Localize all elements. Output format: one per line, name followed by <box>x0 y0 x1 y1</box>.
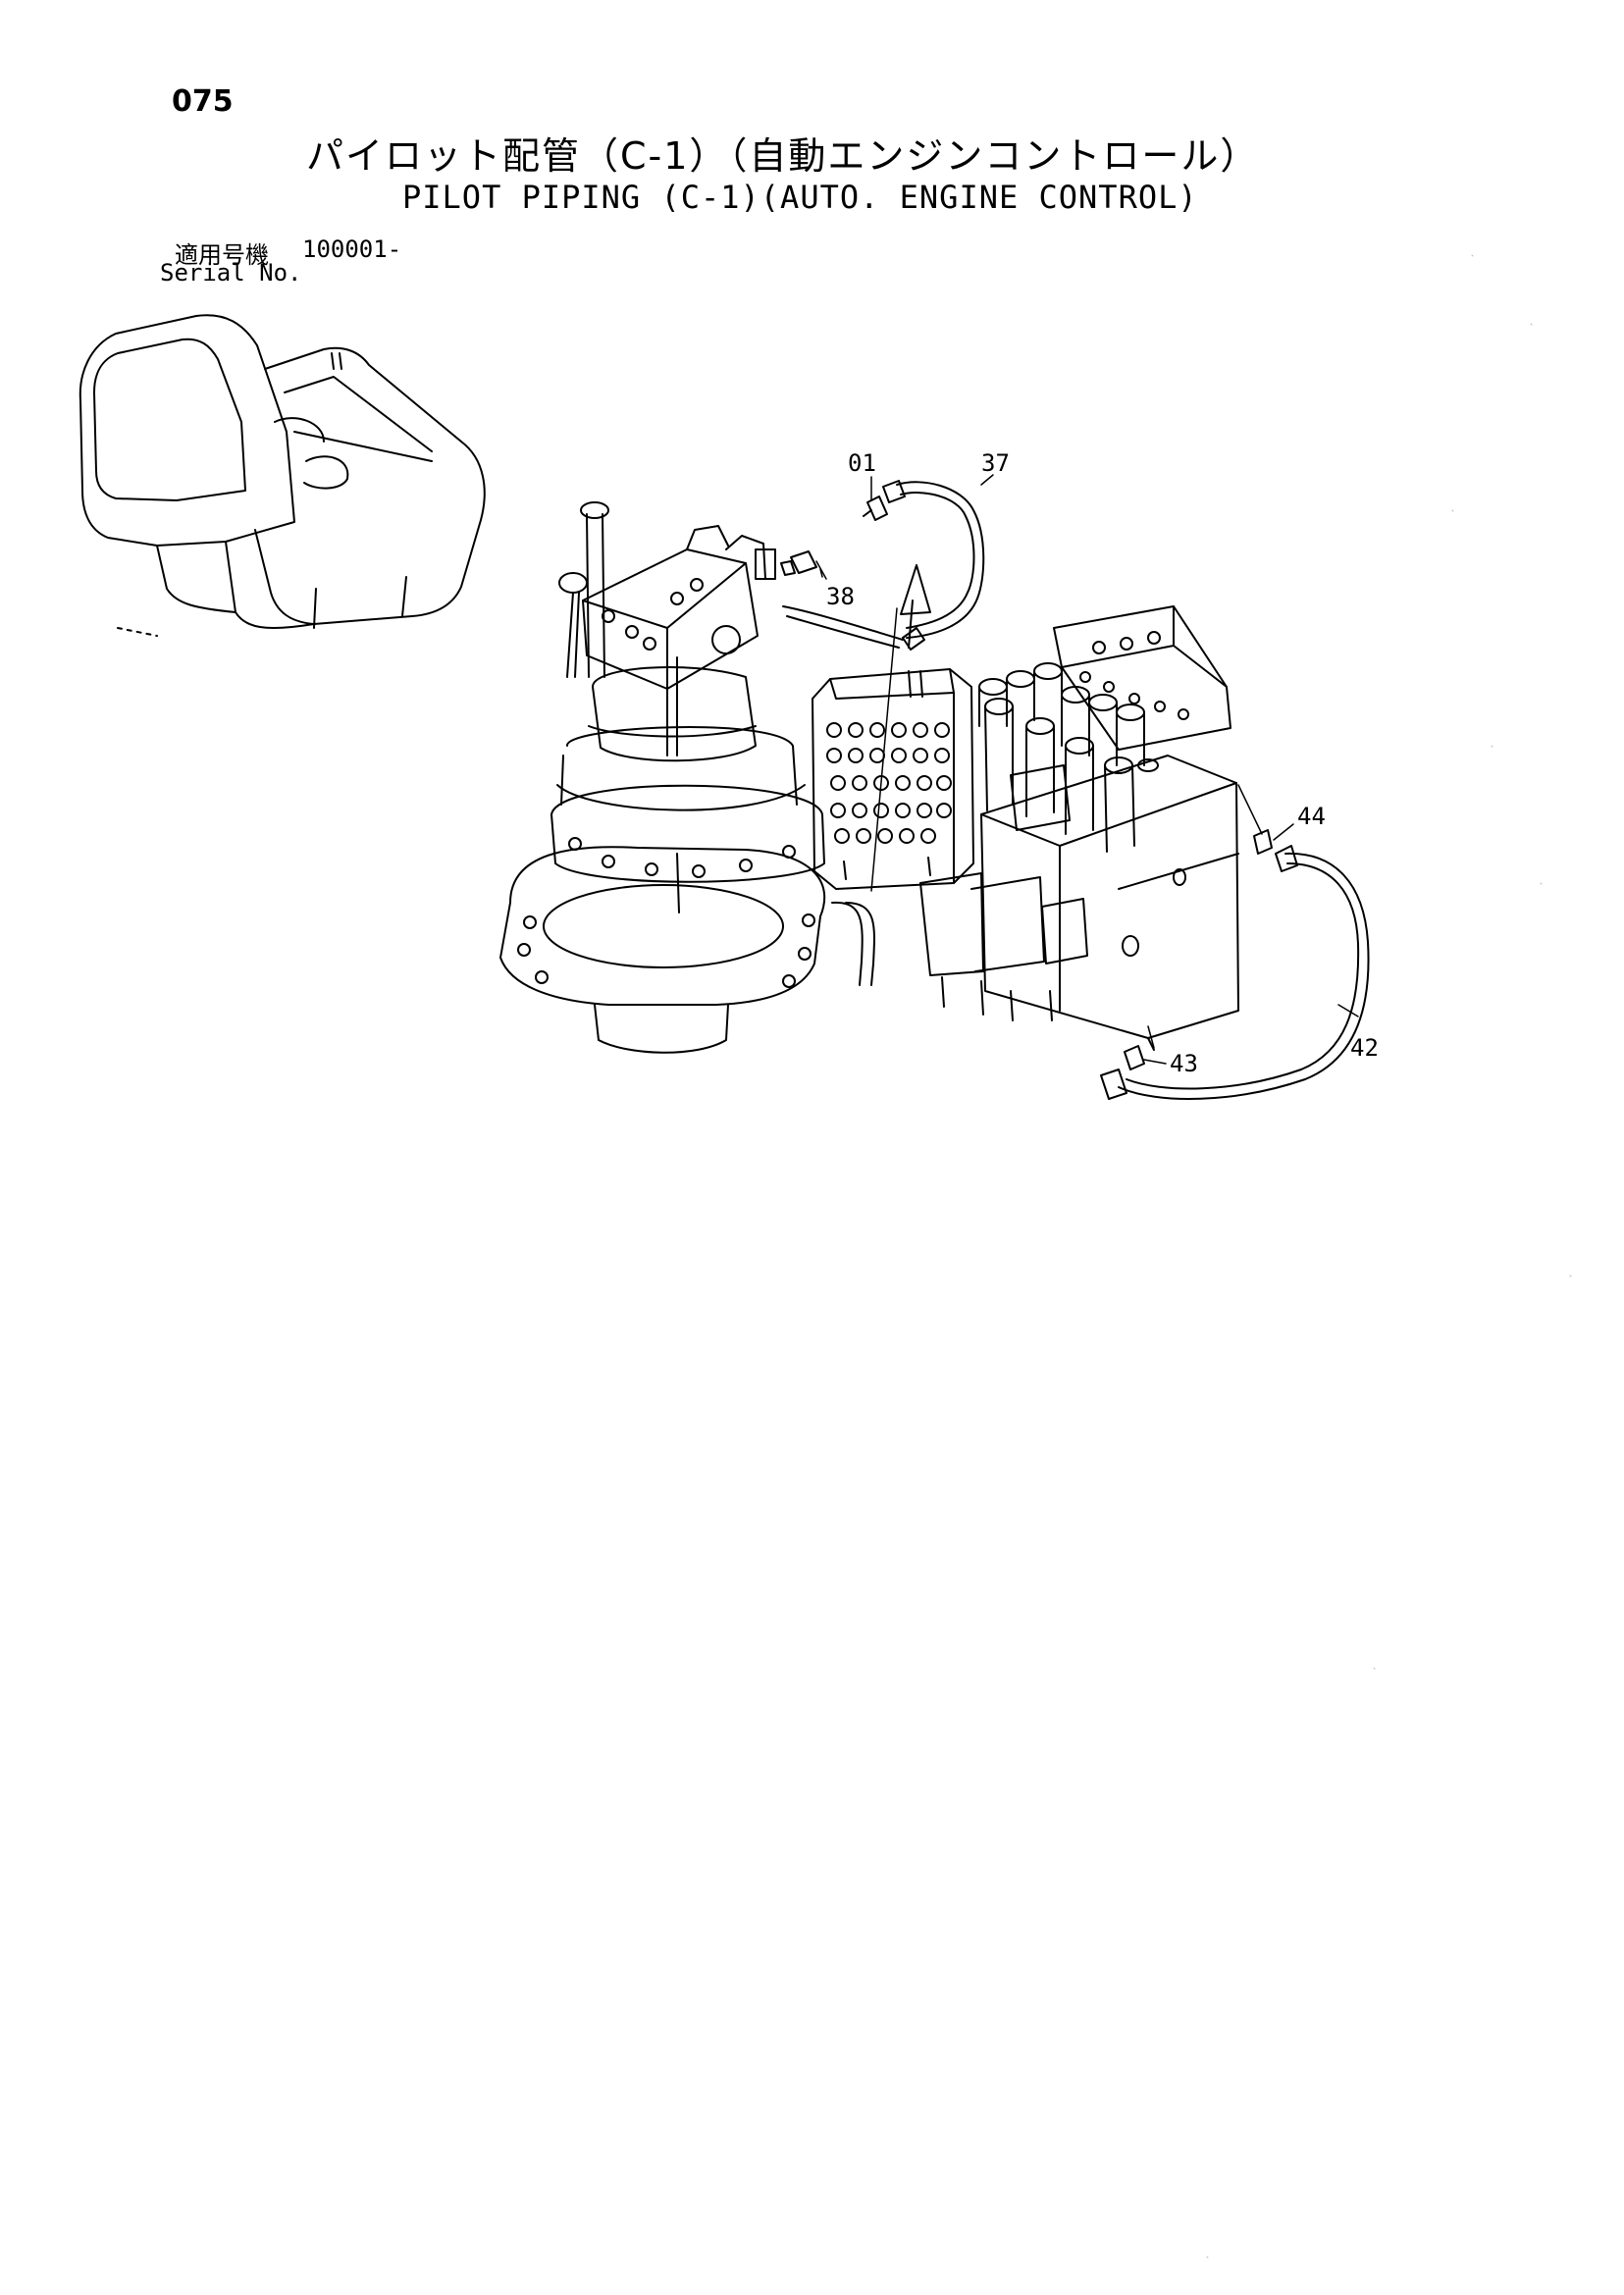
control-valve <box>919 605 1239 1051</box>
callout-43: 43 <box>1170 1050 1198 1077</box>
fitting-38 <box>780 550 827 580</box>
spool-caps <box>978 662 1159 853</box>
serial-label-english: Serial No. <box>160 259 302 287</box>
swing-motor-assembly <box>499 501 875 1054</box>
callout-01: 01 <box>848 449 876 477</box>
callout-38: 38 <box>826 583 855 610</box>
scan-noise <box>1206 254 1572 2259</box>
hose-42 <box>1100 845 1370 1100</box>
fitting-01 <box>863 496 888 521</box>
callout-37: 37 <box>981 449 1010 477</box>
callout-labels: 01 37 38 44 42 43 <box>819 449 1379 1077</box>
serial-number-value: 100001- <box>302 235 402 263</box>
serial-label-japanese: 適用号機 <box>175 241 269 269</box>
page-title-english: PILOT PIPING (C-1)(AUTO. ENGINE CONTROL) <box>402 179 1198 216</box>
excavator-thumbnail <box>79 314 486 637</box>
pilot-valve-block <box>812 668 974 890</box>
pilot-valve-ports <box>826 722 952 844</box>
callout-42: 42 <box>1350 1034 1379 1062</box>
fitting-43 <box>1124 1025 1155 1070</box>
hose-37 <box>782 480 985 892</box>
page-number: 075 <box>172 84 234 119</box>
fitting-44 <box>1237 784 1273 855</box>
page-title-japanese: パイロット配管（C-1）（自動エンジンコントロール） <box>306 134 1260 178</box>
callout-44: 44 <box>1297 803 1326 830</box>
